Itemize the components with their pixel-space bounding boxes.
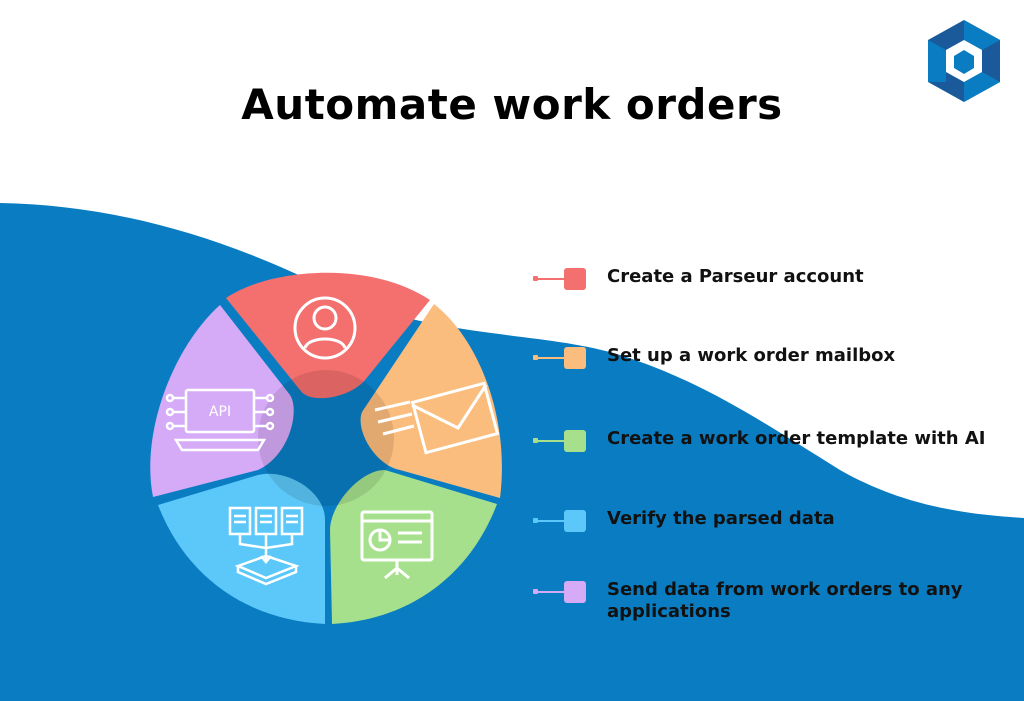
user-icon bbox=[293, 296, 357, 360]
step-3-marker bbox=[564, 430, 586, 452]
page-title: Automate work orders bbox=[241, 80, 783, 129]
step-1-marker bbox=[564, 268, 586, 290]
step-1-label: Create a Parseur account bbox=[607, 266, 864, 287]
step-4-label: Verify the parsed data bbox=[607, 508, 835, 529]
documents-to-tray-icon bbox=[228, 506, 304, 586]
parseur-logo bbox=[928, 20, 1000, 102]
api-label: API bbox=[209, 404, 231, 420]
email-icon bbox=[374, 381, 500, 455]
wheel-segment-template bbox=[330, 470, 497, 624]
step-2-label: Set up a work order mailbox bbox=[607, 345, 896, 366]
step-5-label: Send data from work orders to any applic… bbox=[607, 579, 963, 622]
wheel-segment-create-account bbox=[226, 272, 430, 399]
presentation-icon bbox=[360, 510, 434, 580]
api-laptop-icon bbox=[165, 388, 275, 452]
step-3-label: Create a work order template with AI bbox=[607, 428, 986, 449]
step-2-marker bbox=[564, 347, 586, 369]
wheel-segment-mailbox bbox=[360, 304, 502, 498]
step-4-marker bbox=[564, 510, 586, 532]
step-5-marker bbox=[564, 581, 586, 603]
steps-list: Create a Parseur account Set up a work o… bbox=[530, 0, 1000, 701]
process-wheel: API bbox=[150, 272, 502, 624]
